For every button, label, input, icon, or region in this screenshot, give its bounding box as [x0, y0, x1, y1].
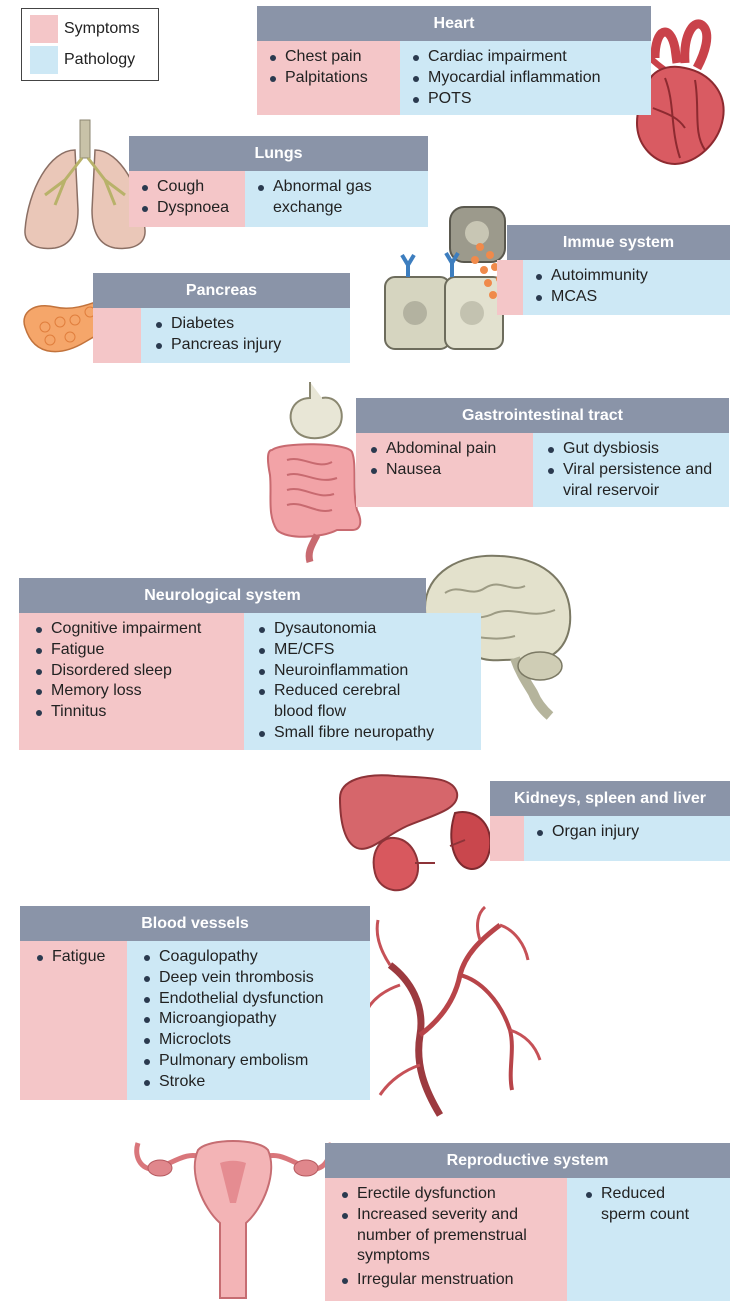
- card-blood-title: Blood vessels: [20, 906, 370, 941]
- card-kidneys-spleen-liver: Kidneys, spleen and liver Organ injury: [490, 781, 730, 861]
- card-repro-pathology: Reduced sperm count: [567, 1178, 730, 1301]
- blood-pathology-item: Microangiopathy: [139, 1009, 370, 1030]
- neuro-pathology-item: Neuroinflammation: [254, 661, 477, 682]
- lungs-pathology-item: Abnormal gas exchange: [253, 177, 408, 219]
- card-lungs-pathology: Abnormal gas exchange: [245, 171, 428, 227]
- neuro-pathology-item: Dysautonomia: [254, 619, 477, 640]
- symptoms-swatch: [30, 15, 58, 43]
- card-reproductive: Reproductive system Erectile dysfunction…: [325, 1143, 730, 1301]
- lungs-symptom-item: Cough: [137, 177, 245, 198]
- liver-kidney-spleen-illustration: [338, 774, 492, 892]
- card-neuro-symptoms: Cognitive impairment Fatigue Disordered …: [19, 613, 244, 750]
- card-blood-vessels: Blood vessels Fatigue Coagulopathy Deep …: [20, 906, 370, 1100]
- legend-pathology-label: Pathology: [64, 51, 136, 68]
- neuro-symptom-item: Fatigue: [31, 640, 244, 661]
- neuro-symptom-item: Memory loss: [31, 681, 244, 702]
- blood-pathology-item: Deep vein thrombosis: [139, 968, 370, 989]
- blood-pathology-item: Microclots: [139, 1030, 370, 1051]
- card-repro-title: Reproductive system: [325, 1143, 730, 1178]
- card-neuro-title: Neurological system: [19, 578, 426, 613]
- heart-pathology-item: Myocardial inflammation: [408, 68, 651, 89]
- card-gi-pathology: Gut dysbiosis Viral persistence and vira…: [533, 433, 729, 507]
- card-blood-pathology: Coagulopathy Deep vein thrombosis Endoth…: [127, 941, 370, 1100]
- card-immune-pathology: Autoimmunity MCAS: [523, 260, 730, 315]
- pathology-swatch: [30, 46, 58, 74]
- card-pancreas: Pancreas Diabetes Pancreas injury: [93, 273, 350, 363]
- card-pancreas-symptoms: [93, 308, 141, 363]
- repro-symptom-item: Erectile dysfunction: [337, 1184, 557, 1205]
- blood-vessels-illustration: [363, 905, 542, 1117]
- card-neuro-pathology: Dysautonomia ME/CFS Neuroinflammation Re…: [244, 613, 481, 750]
- blood-pathology-item: Coagulopathy: [139, 947, 370, 968]
- card-neurological: Neurological system Cognitive impairment…: [19, 578, 481, 750]
- card-kidneys-pathology: Organ injury: [524, 816, 730, 861]
- heart-pathology-item: POTS: [408, 89, 651, 110]
- neuro-pathology-item: Reduced cerebral blood flow: [254, 681, 414, 723]
- card-pancreas-pathology: Diabetes Pancreas injury: [141, 308, 350, 363]
- immune-illustration: [384, 206, 508, 350]
- card-immune-symptoms: [497, 260, 523, 315]
- card-heart-pathology: Cardiac impairment Myocardial inflammati…: [400, 41, 651, 115]
- card-heart: Heart Chest pain Palpitations Cardiac im…: [257, 6, 651, 115]
- blood-pathology-item: Stroke: [139, 1072, 370, 1093]
- blood-pathology-item: Pulmonary embolism: [139, 1051, 370, 1072]
- reproductive-illustration: [134, 1140, 332, 1299]
- kidneys-pathology-item: Organ injury: [532, 822, 730, 843]
- card-heart-title: Heart: [257, 6, 651, 41]
- gi-symptom-item: Nausea: [366, 460, 533, 481]
- card-gi-title: Gastrointestinal tract: [356, 398, 729, 433]
- card-heart-symptoms: Chest pain Palpitations: [257, 41, 400, 115]
- repro-symptom-item: Irregular menstruation: [337, 1270, 557, 1291]
- card-blood-symptoms: Fatigue: [20, 941, 127, 1100]
- neuro-symptom-item: Disordered sleep: [31, 661, 244, 682]
- legend-symptoms-label: Symptoms: [64, 20, 140, 37]
- card-gi-symptoms: Abdominal pain Nausea: [356, 433, 533, 507]
- lungs-symptom-item: Dyspnoea: [137, 198, 245, 219]
- card-gi-tract: Gastrointestinal tract Abdominal pain Na…: [356, 398, 729, 507]
- repro-pathology-item: Reduced sperm count: [581, 1184, 701, 1226]
- card-kidneys-title: Kidneys, spleen and liver: [490, 781, 730, 816]
- card-lungs-title: Lungs: [129, 136, 428, 171]
- legend: Symptoms Pathology: [21, 8, 159, 81]
- immune-pathology-item: MCAS: [531, 287, 730, 308]
- pancreas-pathology-item: Pancreas injury: [151, 335, 350, 356]
- card-lungs-symptoms: Cough Dyspnoea: [129, 171, 245, 227]
- pancreas-pathology-item: Diabetes: [151, 314, 350, 335]
- legend-symptoms: Symptoms: [30, 15, 140, 43]
- neuro-pathology-item: Small fibre neuropathy: [254, 723, 477, 744]
- gi-symptom-item: Abdominal pain: [366, 439, 533, 460]
- neuro-pathology-item: ME/CFS: [254, 640, 477, 661]
- gi-pathology-item: Viral persistence and viral reservoir: [543, 460, 723, 502]
- card-pancreas-title: Pancreas: [93, 273, 350, 308]
- heart-symptom-item: Palpitations: [265, 68, 400, 89]
- gi-tract-illustration: [266, 382, 362, 564]
- card-repro-symptoms: Erectile dysfunction Increased severity …: [325, 1178, 567, 1301]
- card-immune: Immue system Autoimmunity MCAS: [497, 225, 730, 315]
- neuro-symptom-item: Cognitive impairment: [31, 619, 244, 640]
- blood-pathology-item: Endothelial dysfunction: [139, 989, 370, 1010]
- gi-pathology-item: Gut dysbiosis: [543, 439, 723, 460]
- heart-symptom-item: Chest pain: [265, 47, 400, 68]
- legend-pathology: Pathology: [30, 46, 135, 74]
- heart-pathology-item: Cardiac impairment: [408, 47, 651, 68]
- card-lungs: Lungs Cough Dyspnoea Abnormal gas exchan…: [129, 136, 428, 227]
- neuro-symptom-item: Tinnitus: [31, 702, 244, 723]
- card-immune-title: Immue system: [507, 225, 730, 260]
- blood-symptom-item: Fatigue: [32, 947, 127, 968]
- card-kidneys-symptoms: [490, 816, 524, 861]
- immune-pathology-item: Autoimmunity: [531, 266, 730, 287]
- repro-symptom-item: Increased severity and number of premens…: [337, 1205, 557, 1267]
